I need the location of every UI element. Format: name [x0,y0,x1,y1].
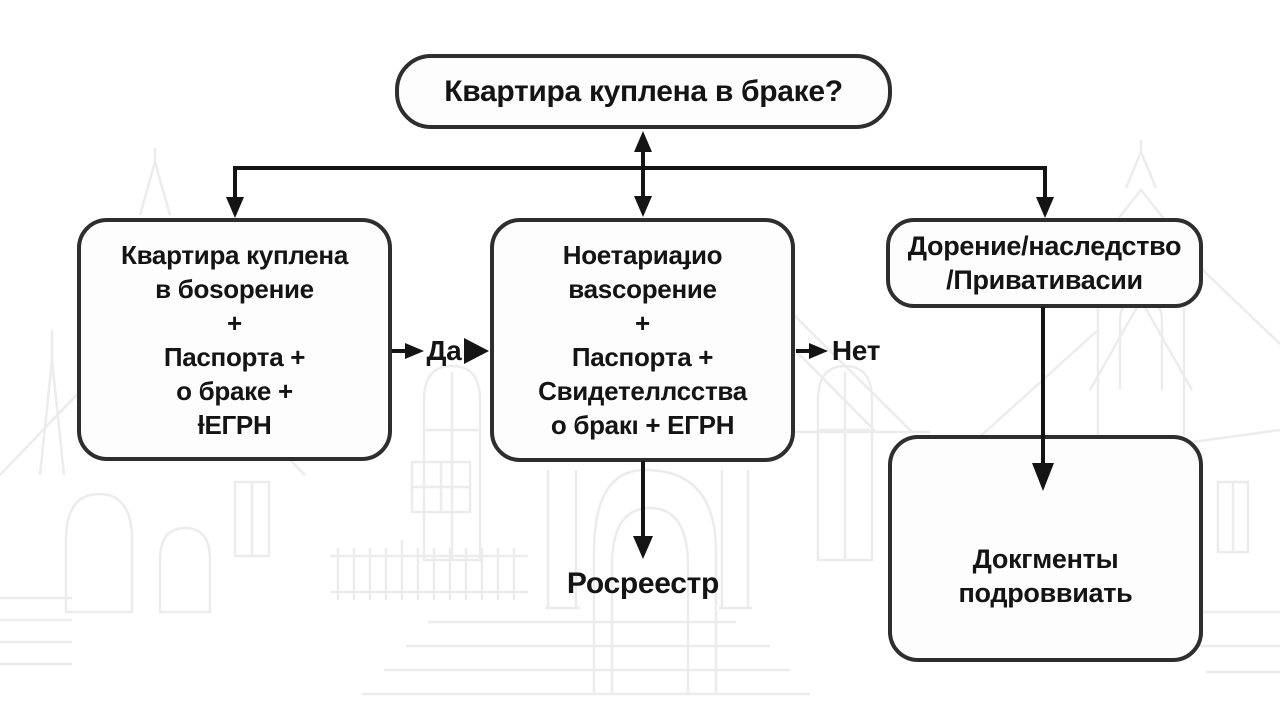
yes-label: Да [426,335,462,366]
right-box-line: Дорение/наследство [907,231,1182,261]
arrow-middle-to-registry [633,461,653,559]
left-box-line: + [227,307,242,338]
documents-box-line: Докгменты [972,544,1119,574]
documents-box: Докгменты подроввиать [888,435,1203,662]
middle-branch-box: Ноетариаɟио ваsсорение + Паспорта + Свид… [490,218,795,462]
middle-box-line: + [635,308,650,338]
middle-box-line: о бракı + ЕГРН [550,410,735,440]
arrowhead-down-icon [226,197,244,218]
left-box-line: о браке + [176,375,293,406]
arrow-branch-connector [226,166,1054,218]
question-box: Квартира куплена в браке? [395,54,892,129]
middle-box-line: Свидетеллсства [538,376,747,406]
arrow-question-middle-double [634,131,652,217]
arrowhead-down-icon [634,196,652,217]
right-box-line: /Привативасии [946,265,1143,295]
arrowhead-down-icon [633,536,653,559]
arrowhead-up-icon [634,131,652,152]
left-box-line: Квартира куплена [121,239,348,270]
left-box-line: в боsорение [155,273,314,304]
left-box-line: ƚЕГРН [197,409,272,440]
rosreestr-label: Росреестр [566,567,720,600]
no-label: Нет [831,335,881,366]
middle-box-line: Паспорта + [571,342,714,372]
left-branch-box: Квартира куплена в боsорение + Паспорта … [77,218,392,461]
middle-box-line: Ноетариаɟио [562,240,723,270]
right-branch-box: Дорение/наследство /Привативасии [886,218,1203,308]
left-box-line: Паспорта + [163,341,306,372]
question-box-text: Квартира куплена в браке? [444,74,843,108]
middle-box-line: ваsсорение [568,274,717,304]
arrowhead-down-icon [1036,197,1054,218]
documents-box-line: подроввиать [958,578,1133,608]
